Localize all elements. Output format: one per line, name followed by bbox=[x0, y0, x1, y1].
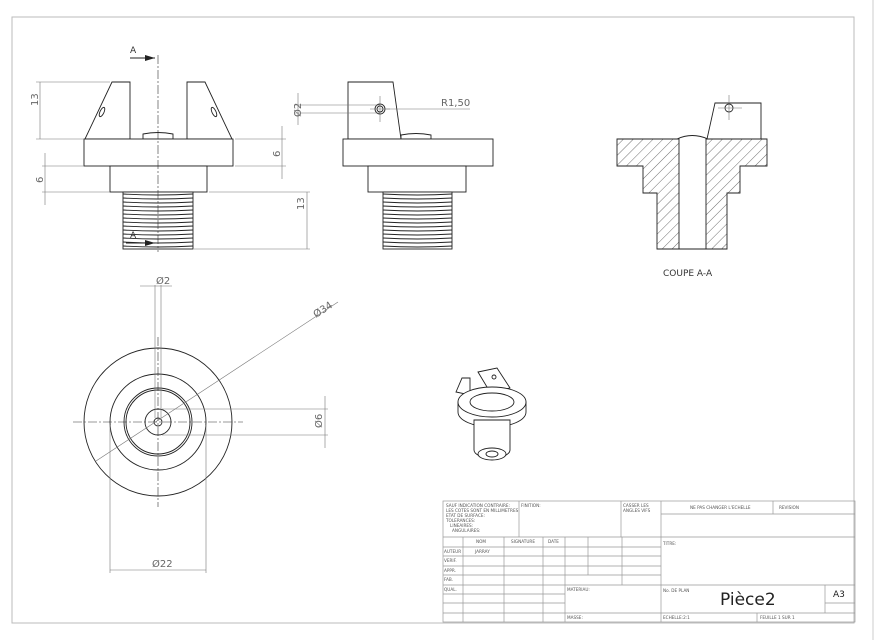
dim-collar-diameter: Ø22 bbox=[109, 425, 207, 573]
side-view: Ø2 R1,50 bbox=[292, 81, 494, 250]
flange bbox=[342, 138, 494, 167]
thread-line bbox=[382, 209, 453, 212]
thread-line bbox=[382, 245, 453, 248]
casser-label: ANGLES VIFS bbox=[623, 508, 651, 513]
svg-text:Ø2: Ø2 bbox=[156, 275, 170, 287]
plan-label: No. DE PLAN bbox=[663, 588, 689, 593]
svg-text:Ø22: Ø22 bbox=[152, 558, 173, 570]
note-line: TOLERANCES: bbox=[445, 518, 475, 523]
note-line: LINEAIRES: bbox=[450, 523, 473, 528]
row-verif: VERIF. bbox=[444, 558, 457, 563]
casser-label: CASSER LES bbox=[623, 503, 649, 508]
thread-line bbox=[122, 217, 194, 220]
thread-line bbox=[382, 241, 453, 244]
svg-text:R1,50: R1,50 bbox=[441, 98, 470, 109]
section-marker-top: A bbox=[130, 46, 137, 56]
scale-note: NE PAS CHANGER L'ECHELLE bbox=[690, 505, 751, 510]
svg-text:6: 6 bbox=[272, 151, 283, 157]
iso-flange-top bbox=[457, 386, 527, 418]
fin-hole bbox=[210, 106, 218, 118]
arrow-head bbox=[145, 240, 155, 246]
thread-line bbox=[122, 213, 194, 216]
flange bbox=[83, 138, 234, 167]
svg-text:6: 6 bbox=[35, 177, 46, 183]
plan-number: Pièce2 bbox=[720, 590, 776, 610]
author-name: JARRAY bbox=[474, 549, 490, 554]
right-fin bbox=[186, 81, 233, 140]
dim-collar-height: 6 bbox=[35, 153, 110, 205]
thread-line bbox=[382, 201, 453, 204]
sheet-border bbox=[11, 16, 855, 624]
title-block: SAUF INDICATION CONTRAIRE: LES COTES SON… bbox=[442, 500, 856, 623]
svg-text:Ø34: Ø34 bbox=[311, 299, 335, 320]
revision-label: REVISION bbox=[779, 505, 799, 510]
note-line: ETAT DE SURFACE: bbox=[446, 513, 485, 518]
thread-line bbox=[382, 237, 453, 240]
row-qual: QUAL. bbox=[444, 587, 457, 592]
arrow-head bbox=[145, 55, 155, 61]
collar bbox=[109, 165, 208, 193]
fin-hole bbox=[98, 106, 106, 118]
sheet-format: A3 bbox=[833, 590, 845, 600]
section-marker-bottom: A bbox=[130, 231, 137, 241]
section-hatch-left bbox=[616, 138, 680, 250]
iso-fin bbox=[477, 367, 511, 393]
header-nom: NOM bbox=[476, 539, 486, 544]
thread-line bbox=[382, 205, 453, 208]
svg-text:13: 13 bbox=[30, 93, 41, 106]
header-date: DATE bbox=[548, 539, 559, 544]
row-appr: APPR. bbox=[444, 568, 456, 573]
thread-line bbox=[382, 221, 453, 224]
front-view: A A 13 6 6 13 bbox=[30, 46, 310, 252]
thread-line bbox=[382, 217, 453, 220]
fin bbox=[706, 102, 762, 140]
isometric-view bbox=[455, 367, 527, 461]
dim-fin-height: 13 bbox=[30, 81, 110, 140]
thread-line bbox=[382, 229, 453, 232]
section-label: COUPE A-A bbox=[663, 269, 713, 279]
svg-text:Ø6: Ø6 bbox=[313, 414, 325, 428]
top-boss bbox=[676, 135, 709, 140]
svg-text:13: 13 bbox=[296, 197, 307, 210]
iso-bore bbox=[485, 450, 499, 458]
thread-line bbox=[382, 225, 453, 228]
svg-text:Ø2: Ø2 bbox=[292, 103, 304, 117]
collar bbox=[367, 165, 467, 193]
bottom-view: Ø2 Ø34 Ø6 Ø22 bbox=[73, 275, 339, 573]
row-auteur: AUTEUR bbox=[444, 549, 461, 554]
left-fin bbox=[84, 81, 131, 140]
row-fab: FAB. bbox=[444, 577, 453, 582]
note-line: SAUF INDICATION CONTRAIRE: bbox=[446, 503, 510, 508]
dim-bore-diameter: Ø6 bbox=[162, 396, 328, 448]
thread bbox=[382, 191, 453, 250]
dim-hole-diameter: Ø2 bbox=[140, 275, 172, 418]
titre-label: TITRE: bbox=[662, 541, 676, 546]
note-line: LES COTES SONT EN MILLIMETRES bbox=[446, 508, 519, 513]
thread-line bbox=[122, 233, 194, 236]
masse-label: MASSE: bbox=[567, 615, 583, 620]
thread-line bbox=[382, 233, 453, 236]
dim-hole-radius: R1,50 bbox=[385, 98, 470, 110]
dim-flange-height: 6 bbox=[235, 126, 286, 179]
top-boss bbox=[400, 133, 432, 140]
thread-line bbox=[382, 197, 453, 200]
thread-body bbox=[382, 191, 453, 250]
thread-line bbox=[382, 213, 453, 216]
thread-line bbox=[122, 229, 194, 232]
section-hatch-right bbox=[705, 138, 768, 250]
materiau-label: MATERIAU: bbox=[567, 587, 590, 592]
iso-thread-end bbox=[477, 447, 507, 461]
dim-outer-diameter: Ø34 bbox=[95, 299, 339, 462]
dim-thread-length: 13 bbox=[194, 191, 310, 250]
dim-hole-diameter: Ø2 bbox=[292, 93, 380, 125]
section-view: COUPE A-A bbox=[616, 95, 768, 279]
thread-line bbox=[382, 193, 453, 196]
fin bbox=[347, 81, 402, 140]
scale-value: ECHELLE:2:1 bbox=[663, 615, 690, 620]
header-signature: SIGNATURE bbox=[511, 539, 535, 544]
note-line: ANGULAIRES: bbox=[452, 528, 480, 533]
finition-label: FINITION: bbox=[521, 503, 541, 508]
sheet-number: FEUILLE 1 SUR 1 bbox=[760, 615, 795, 620]
